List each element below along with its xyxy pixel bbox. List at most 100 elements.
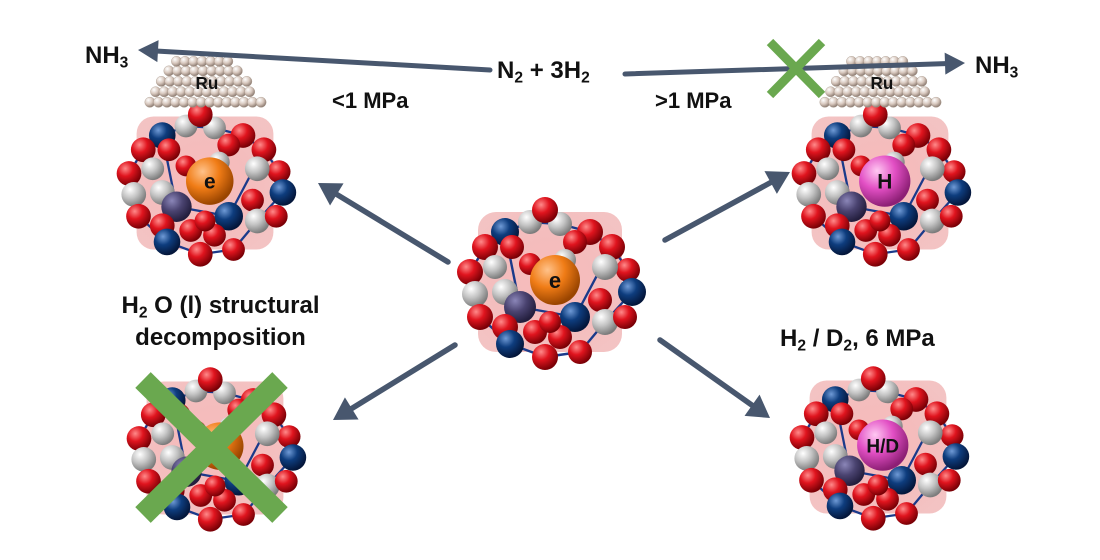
atom-ca bbox=[131, 447, 157, 472]
cluster-center: e bbox=[457, 197, 646, 370]
atom-o bbox=[599, 234, 625, 260]
atom-o bbox=[204, 475, 226, 497]
atom-o bbox=[568, 340, 592, 364]
hydride-sphere bbox=[857, 419, 909, 471]
atom-o bbox=[939, 204, 963, 228]
atom-ca bbox=[254, 421, 280, 447]
atom-al bbox=[153, 228, 181, 256]
atom-ca bbox=[592, 309, 618, 335]
atom-o bbox=[830, 402, 854, 426]
cage-center-label: e bbox=[204, 171, 216, 194]
atom-o bbox=[926, 137, 952, 163]
arrow-head bbox=[318, 183, 344, 206]
atom-al bbox=[279, 444, 307, 471]
atom-o bbox=[267, 160, 291, 183]
atom-ca bbox=[151, 422, 175, 446]
ru-atom bbox=[255, 96, 267, 108]
atom-ca bbox=[121, 182, 147, 207]
atom-al bbox=[560, 302, 590, 332]
atom-al bbox=[887, 466, 916, 495]
arrow-center-to-top-right bbox=[662, 171, 790, 243]
arrow-head bbox=[333, 397, 359, 420]
cluster-top-right: H Ru bbox=[791, 56, 972, 267]
atom-dk bbox=[161, 191, 192, 222]
atom-o bbox=[472, 234, 498, 260]
atom-o bbox=[914, 452, 937, 476]
arrow-shaft bbox=[622, 61, 948, 77]
atom-o bbox=[532, 197, 558, 223]
electron-sphere bbox=[186, 157, 234, 205]
atom-o bbox=[539, 311, 561, 333]
atom-o bbox=[241, 188, 264, 212]
atom-o bbox=[457, 259, 483, 285]
arrow-head bbox=[138, 40, 159, 63]
atom-o bbox=[500, 235, 524, 259]
electron-sphere bbox=[530, 255, 580, 305]
atom-ca bbox=[244, 208, 270, 234]
atom-o bbox=[126, 426, 152, 451]
cluster-top-left: eRu bbox=[116, 56, 297, 267]
cross-water-decomposition bbox=[135, 372, 288, 523]
atom-ca bbox=[483, 255, 507, 279]
reactants-label: N2 + 3H2 bbox=[497, 57, 590, 87]
atom-ca bbox=[917, 420, 943, 446]
atom-o bbox=[805, 137, 831, 163]
nh3-right-label: NH3 bbox=[975, 52, 1019, 82]
arrow-center-to-top-left bbox=[318, 183, 451, 265]
atom-o bbox=[916, 188, 939, 212]
arrow-center-to-bottom-right bbox=[657, 337, 770, 418]
atom-o bbox=[616, 258, 640, 282]
atom-o bbox=[862, 102, 888, 127]
atom-o bbox=[187, 102, 213, 127]
atom-o bbox=[194, 210, 216, 232]
arrow-shaft bbox=[334, 191, 451, 265]
atom-al bbox=[269, 179, 297, 206]
atom-o bbox=[532, 344, 558, 370]
atom-o bbox=[940, 424, 964, 447]
atom-al bbox=[942, 443, 970, 470]
hydrogen-label: H2 / D2, 6 MPa bbox=[780, 325, 935, 355]
atom-ca bbox=[141, 157, 165, 181]
atom-o bbox=[895, 502, 918, 525]
arrow-to-nh3-left bbox=[138, 40, 493, 73]
atom-o bbox=[130, 137, 156, 163]
atom-o bbox=[197, 367, 223, 392]
atom-al bbox=[944, 179, 972, 206]
atom-ca bbox=[592, 254, 618, 280]
atom-dk bbox=[834, 455, 865, 486]
cross-high-pressure bbox=[766, 38, 826, 99]
atom-o bbox=[222, 238, 245, 261]
nh3-left-label: NH3 bbox=[85, 42, 129, 72]
atom-ca bbox=[244, 156, 270, 182]
ru-atom bbox=[244, 86, 255, 98]
atom-o bbox=[187, 241, 213, 267]
atom-o bbox=[261, 402, 287, 428]
ru-atom bbox=[241, 76, 253, 87]
cage-center-label: H bbox=[877, 171, 892, 194]
atom-al bbox=[828, 228, 856, 256]
ru-atom bbox=[919, 86, 930, 98]
arrow-shaft bbox=[348, 342, 458, 412]
atom-o bbox=[251, 137, 277, 163]
atom-o bbox=[126, 203, 151, 229]
arrow-shaft bbox=[662, 179, 774, 243]
atom-o bbox=[277, 425, 301, 448]
ru-atom bbox=[930, 96, 942, 108]
atom-ca bbox=[462, 281, 488, 307]
arrow-center-to-bottom-left bbox=[333, 342, 458, 420]
atom-al bbox=[826, 492, 854, 520]
ruthenium-particle bbox=[819, 56, 942, 108]
ru-label: Ru bbox=[871, 74, 894, 93]
atom-o bbox=[801, 203, 826, 229]
atom-ca bbox=[919, 156, 945, 182]
atom-al bbox=[214, 202, 243, 231]
atom-ca bbox=[794, 446, 820, 471]
atom-ca bbox=[816, 157, 840, 181]
atom-o bbox=[860, 505, 886, 531]
atom-o bbox=[232, 503, 255, 526]
ru-atom bbox=[916, 76, 928, 87]
atom-ca bbox=[814, 421, 838, 445]
atom-o bbox=[803, 401, 829, 427]
atom-al bbox=[889, 202, 918, 231]
cage-center-label: H/D bbox=[866, 437, 899, 458]
